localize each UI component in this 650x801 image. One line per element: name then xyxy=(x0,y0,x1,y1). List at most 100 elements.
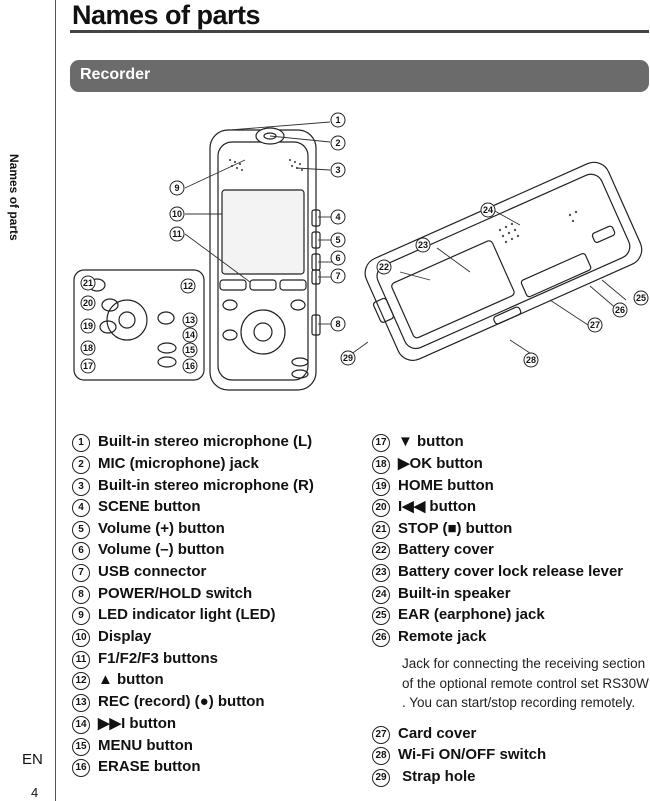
list-item: 18▶OK button xyxy=(372,454,483,474)
callout-2: 2 xyxy=(330,135,346,151)
display-screen xyxy=(221,189,305,275)
callout-14: 14 xyxy=(182,327,198,343)
svg-text:3: 3 xyxy=(335,165,340,175)
callout-19: 19 xyxy=(80,318,96,334)
svg-text:27: 27 xyxy=(590,320,600,330)
svg-text:23: 23 xyxy=(418,240,428,250)
svg-text:13: 13 xyxy=(185,315,195,325)
callout-12: 12 xyxy=(180,278,196,294)
list-item: 12▲ button xyxy=(72,670,164,690)
title-rule xyxy=(70,30,649,33)
svg-text:2: 2 xyxy=(335,138,340,148)
callout-18: 18 xyxy=(80,340,96,356)
side-label: Names of parts xyxy=(7,154,21,241)
section-label: Recorder xyxy=(80,66,151,83)
svg-text:21: 21 xyxy=(83,278,93,288)
svg-text:19: 19 xyxy=(83,321,93,331)
svg-text:25: 25 xyxy=(636,293,646,303)
svg-text:11: 11 xyxy=(172,229,182,239)
svg-text:12: 12 xyxy=(183,281,193,291)
callout-15: 15 xyxy=(182,342,198,358)
svg-text:18: 18 xyxy=(83,343,93,353)
callout-29: 29 xyxy=(340,350,356,366)
callout-26: 26 xyxy=(612,302,628,318)
svg-text:5: 5 xyxy=(335,235,340,245)
callout-23: 23 xyxy=(415,237,431,253)
callout-4: 4 xyxy=(330,209,346,225)
callout-1: 1 xyxy=(330,112,346,128)
svg-text:22: 22 xyxy=(379,262,389,272)
callout-6: 6 xyxy=(330,250,346,266)
remote-jack-description: Jack for connecting the receiving sectio… xyxy=(402,656,649,710)
callout-16: 16 xyxy=(182,358,198,374)
svg-text:9: 9 xyxy=(174,183,179,193)
callout-20: 20 xyxy=(80,295,96,311)
recorder-back-body xyxy=(364,161,643,361)
callout-11: 11 xyxy=(169,226,185,242)
speaker-grille xyxy=(498,210,578,244)
svg-text:17: 17 xyxy=(83,361,93,371)
callout-7: 7 xyxy=(330,268,346,284)
callout-24: 24 xyxy=(480,202,496,218)
svg-text:10: 10 xyxy=(172,209,182,219)
language-label: EN xyxy=(22,751,43,768)
callout-17: 17 xyxy=(80,358,96,374)
page-title: Names of parts xyxy=(72,0,261,30)
svg-text:7: 7 xyxy=(335,271,340,281)
callout-9: 9 xyxy=(169,180,185,196)
svg-text:29: 29 xyxy=(343,353,353,363)
side-rule xyxy=(55,0,56,801)
callout-25: 25 xyxy=(633,290,649,306)
svg-text:24: 24 xyxy=(483,205,493,215)
svg-text:15: 15 xyxy=(185,345,195,355)
svg-text:20: 20 xyxy=(83,298,93,308)
list-item: 14▶▶I button xyxy=(72,714,176,734)
svg-text:6: 6 xyxy=(335,253,340,263)
recorder-diagram: 1 2 3 4 5 6 7 8 9 10 11 12 13 14 15 16 1… xyxy=(73,112,649,391)
callout-3: 3 xyxy=(330,162,346,178)
callout-22: 22 xyxy=(376,259,392,275)
svg-text:26: 26 xyxy=(615,305,625,315)
svg-text:16: 16 xyxy=(185,361,195,371)
callout-28: 28 xyxy=(523,352,539,368)
callout-13: 13 xyxy=(182,312,198,328)
svg-text:4: 4 xyxy=(335,212,340,222)
callout-27: 27 xyxy=(587,317,603,333)
section-header: Recorder xyxy=(70,60,649,92)
callout-5: 5 xyxy=(330,232,346,248)
svg-text:14: 14 xyxy=(185,330,195,340)
callout-10: 10 xyxy=(169,206,185,222)
list-item: 17▼ button xyxy=(372,432,464,452)
svg-text:8: 8 xyxy=(335,319,340,329)
callout-8: 8 xyxy=(330,316,346,332)
list-item: 29 Strap hole xyxy=(372,767,476,787)
svg-text:1: 1 xyxy=(335,115,340,125)
svg-text:28: 28 xyxy=(526,355,536,365)
page-number: 4 xyxy=(31,785,39,800)
callout-21: 21 xyxy=(80,275,96,291)
